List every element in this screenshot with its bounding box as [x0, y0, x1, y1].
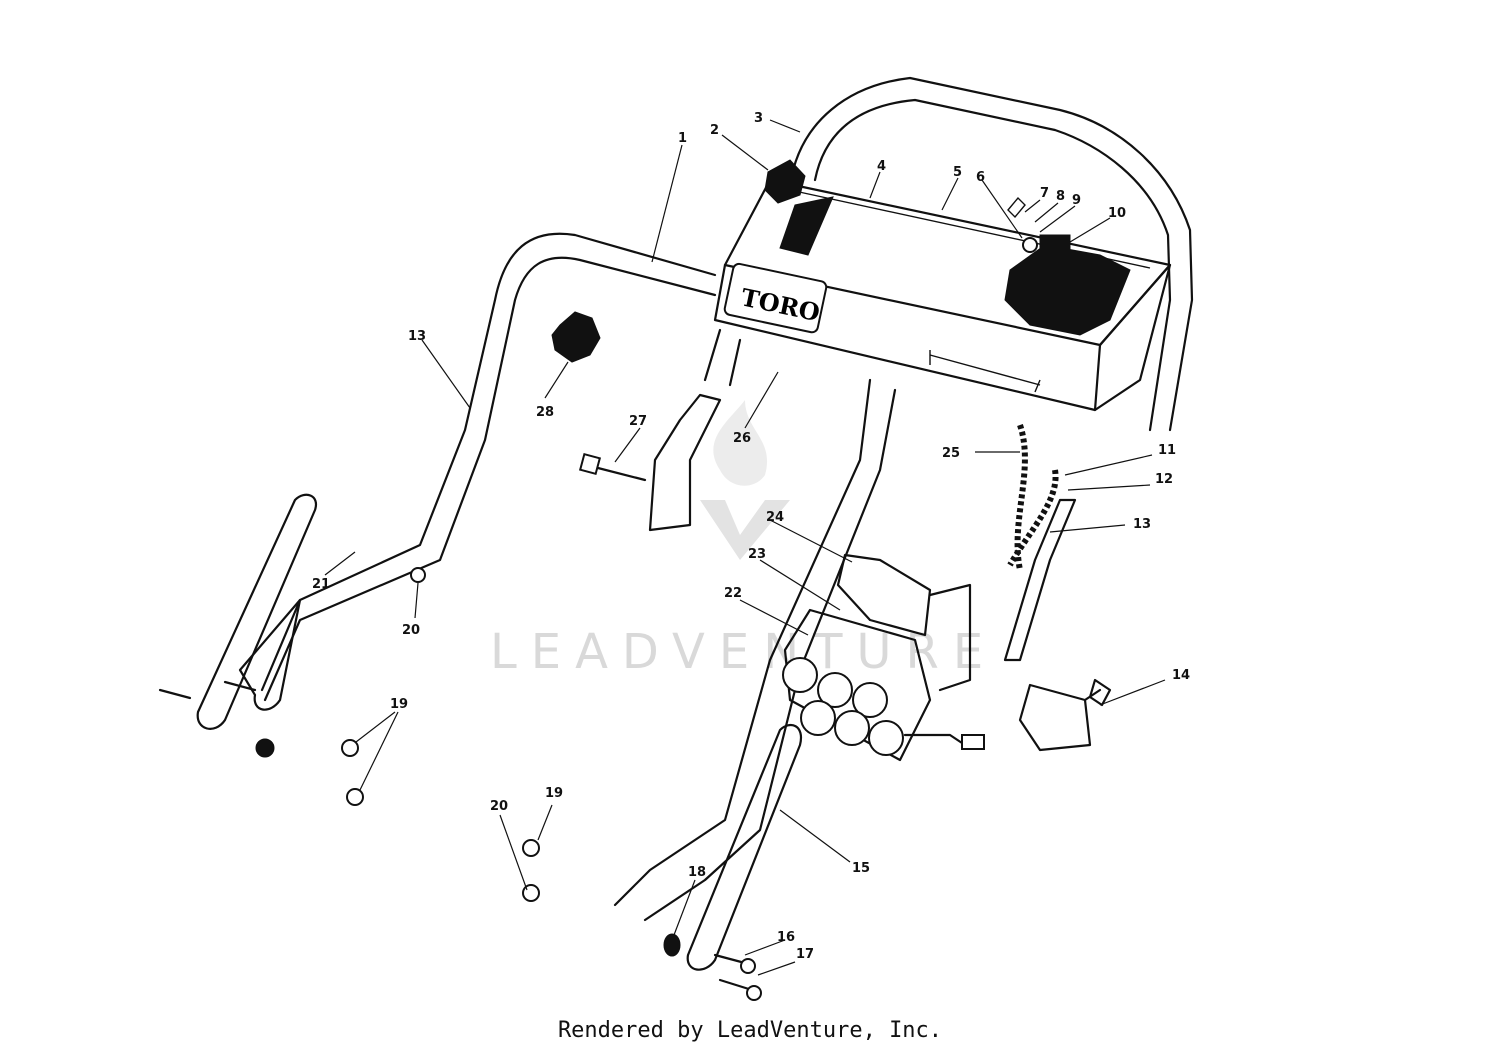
part-label: 18	[688, 865, 706, 880]
watermark: LEADVENTURE	[490, 400, 997, 680]
bolt-left	[158, 688, 192, 700]
part-label: 26	[733, 431, 751, 446]
part-labels: 1 2 3 4 5 6 7 8 9 10 11 12 13 13 13 14 1…	[312, 111, 1190, 962]
part-label: 14	[1172, 668, 1190, 683]
part-label: 19	[545, 786, 563, 801]
part-label: 21	[312, 577, 330, 592]
right-side-tube	[1003, 498, 1077, 662]
handle-knob	[551, 311, 601, 363]
part-label: 12	[1155, 472, 1173, 487]
part-label: 4	[877, 159, 886, 174]
part-label: 13	[1133, 517, 1151, 532]
right-lower-arm	[686, 723, 803, 971]
switch-housing	[782, 553, 985, 762]
part-label: 11	[1158, 443, 1176, 458]
part-label: 19	[390, 697, 408, 712]
bolt-17-head	[746, 985, 762, 1001]
part-label: 10	[1108, 206, 1126, 221]
nut-left-upper	[410, 567, 426, 583]
left-bracket	[238, 598, 302, 711]
part-label: 6	[976, 170, 985, 185]
switch-assembly	[1004, 196, 1131, 336]
bolt-left-2	[223, 680, 257, 692]
part-label: 28	[536, 405, 554, 420]
part-label: 13	[408, 329, 426, 344]
bolt-17	[718, 978, 754, 992]
watermark-flame-icon	[713, 400, 768, 486]
left-handle-bar	[260, 232, 717, 702]
watermark-logo-icon	[700, 500, 790, 560]
cover	[1018, 678, 1112, 752]
flange-nut	[255, 738, 275, 758]
control-panel: TORO	[713, 178, 1172, 412]
leader-lines	[324, 119, 1166, 976]
part-label: 23	[748, 547, 766, 562]
bolt-16-head	[740, 958, 756, 974]
part-label: 1	[678, 131, 687, 146]
part-label: 15	[852, 861, 870, 876]
right-handle-bar	[613, 378, 897, 922]
part-label: 22	[724, 586, 742, 601]
locknut	[522, 884, 540, 902]
part-label: 2	[710, 123, 719, 138]
part-label: 24	[766, 510, 784, 525]
nut-left	[341, 739, 359, 757]
part-label: 5	[953, 165, 962, 180]
return-spring	[1007, 469, 1059, 567]
left-lower-arm	[196, 493, 318, 730]
throttle-knob	[764, 159, 834, 256]
left-lower-tube	[648, 328, 742, 532]
toro-badge	[723, 262, 828, 334]
part-label: 27	[629, 414, 647, 429]
upper-handle	[788, 76, 1194, 432]
watermark-text: LEADVENTURE	[490, 624, 997, 680]
part-label: 25	[942, 446, 960, 461]
carriage-bolt	[578, 452, 647, 482]
part-label: 16	[777, 930, 795, 945]
nut	[522, 839, 540, 857]
part-label: 17	[796, 947, 814, 962]
nut-left-lower	[346, 788, 364, 806]
part-label: 3	[754, 111, 763, 126]
part-label: 9	[1072, 193, 1081, 208]
part-label: 8	[1056, 189, 1065, 204]
part-label: 7	[1040, 186, 1049, 201]
part-label: 20	[402, 623, 420, 638]
spacer	[663, 933, 681, 957]
part-label: 20	[490, 799, 508, 814]
footer-credit: Rendered by LeadVenture, Inc.	[557, 1018, 943, 1043]
bolt-16	[713, 953, 747, 965]
